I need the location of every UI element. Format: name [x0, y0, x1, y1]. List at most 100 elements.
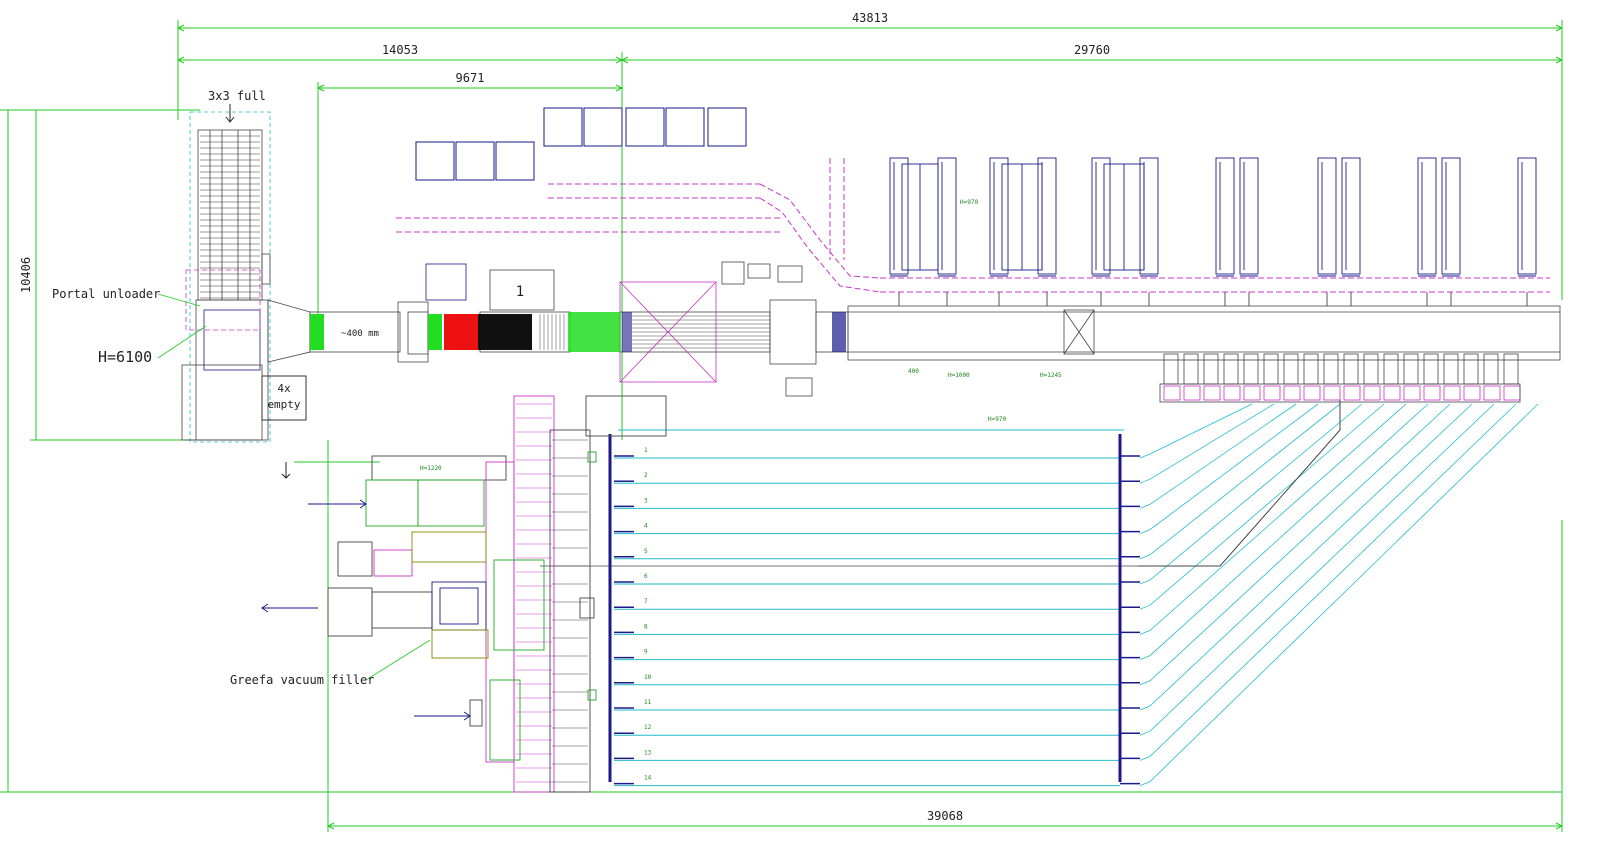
green-belt-segment-2 — [428, 314, 442, 350]
label-3x3-full: 3x3 full — [208, 89, 266, 103]
annotation-h970-mid: H=970 — [988, 416, 1006, 423]
lane-feed-line — [1139, 403, 1539, 786]
lane-number: 12 — [644, 724, 652, 731]
label-conveyor-mm: ~400 mm — [341, 329, 379, 339]
flow-arrows — [261, 462, 471, 721]
blue-transfer-unit-2 — [622, 312, 632, 352]
lane-feed-line — [1139, 403, 1253, 459]
packing-station — [1463, 353, 1479, 385]
packing-station-bin — [1263, 385, 1281, 401]
portal-ladder-rungs — [200, 135, 260, 299]
lane-number: 4 — [644, 523, 648, 530]
lane-number: 1 — [644, 447, 648, 454]
empty-boxes-marker — [261, 375, 307, 421]
packing-station — [1283, 353, 1299, 385]
packing-station — [1343, 353, 1359, 385]
label-empty: empty — [267, 398, 300, 411]
packing-station — [1503, 353, 1519, 385]
lane-number: 3 — [644, 497, 648, 504]
red-sorter-unit — [444, 314, 478, 350]
lane-feed-line — [1139, 403, 1275, 484]
blue-transfer-unit — [832, 312, 846, 352]
packing-station — [1443, 353, 1459, 385]
storage-tower — [1441, 157, 1461, 275]
packing-station — [1423, 353, 1439, 385]
lane-number: 7 — [644, 598, 648, 605]
dimension-ticks — [176, 24, 1564, 830]
label-portal-height: H=6100 — [98, 348, 152, 366]
dim-bottom-width: 39068 — [927, 809, 963, 823]
portal-arrow — [225, 104, 235, 123]
dim-inner-section: 9671 — [456, 71, 485, 85]
lane-feed-line — [1139, 403, 1495, 736]
lane-feed-line — [1139, 403, 1319, 534]
lane-number: 10 — [644, 674, 652, 681]
lane-number: 14 — [644, 775, 652, 782]
label-greefa: Greefa vacuum filler — [230, 673, 375, 687]
lane-number: 6 — [644, 573, 648, 580]
packing-station-bin — [1403, 385, 1421, 401]
packing-station-bin — [1343, 385, 1361, 401]
lane-feed-line — [1139, 403, 1297, 509]
storage-tower — [1517, 157, 1537, 275]
packing-station-bin — [1423, 385, 1441, 401]
storage-tower — [989, 157, 1009, 275]
annotation-w400: 400 — [908, 368, 919, 375]
packing-station — [1263, 353, 1279, 385]
storage-tower — [1037, 157, 1057, 275]
packing-station — [1243, 353, 1259, 385]
packing-station-bin — [1283, 385, 1301, 401]
green-belt-segment-3 — [568, 312, 620, 352]
packing-station — [1363, 353, 1379, 385]
lane-feed-line — [1139, 403, 1429, 660]
packing-station-bin — [1363, 385, 1381, 401]
lane-number: 2 — [644, 472, 648, 479]
packing-station-bin — [1183, 385, 1201, 401]
packing-station — [1223, 353, 1239, 385]
lane-frame — [608, 429, 1124, 782]
label-block-one: 1 — [516, 284, 524, 300]
annotation-h1000: H=1000 — [948, 372, 970, 379]
storage-boxes — [415, 107, 747, 181]
annotation-h1245: H=1245 — [1040, 372, 1062, 379]
packing-station-bin — [1243, 385, 1261, 401]
green-belt-segment — [310, 314, 324, 350]
greefa-ladder-lines — [516, 403, 588, 783]
lane-feed-line — [1139, 403, 1341, 560]
packing-station — [1183, 353, 1199, 385]
tower-row — [889, 157, 1537, 306]
greefa-leader — [365, 639, 431, 681]
lane-feed-line — [1139, 403, 1363, 585]
packing-station-bin — [1323, 385, 1341, 401]
lane-number: 9 — [644, 649, 648, 656]
lane-feed-line — [1139, 403, 1385, 610]
packing-station — [1403, 353, 1419, 385]
main-feed-line — [1138, 400, 1341, 567]
storage-tower — [1091, 157, 1111, 275]
storage-tower — [1239, 157, 1259, 275]
storage-tower — [1341, 157, 1361, 275]
lane-feed-line — [1139, 403, 1451, 686]
packing-station — [1383, 353, 1399, 385]
storage-tower — [1417, 157, 1437, 275]
packing-station-bin — [1383, 385, 1401, 401]
storage-tower — [937, 157, 957, 275]
annotation-h1220: H=1220 — [420, 465, 442, 472]
packing-stations — [1159, 353, 1521, 403]
lane-feed-line — [1139, 403, 1473, 711]
lane-feed-line — [1139, 403, 1517, 761]
greefa-filler-assembly — [327, 395, 667, 793]
storage-tower — [889, 157, 909, 275]
label-portal-unloader: Portal unloader — [52, 287, 160, 301]
packing-station-bin — [1503, 385, 1521, 401]
dim-right-section: 29760 — [1074, 43, 1110, 57]
packing-station — [1483, 353, 1499, 385]
lane-number: 11 — [644, 699, 652, 706]
conveyor-stripes — [539, 314, 770, 350]
lane-number: 13 — [644, 749, 652, 756]
portal-leaders — [157, 293, 207, 359]
black-belt-unit — [478, 314, 532, 350]
annotation-h970-top: H=970 — [960, 199, 978, 206]
